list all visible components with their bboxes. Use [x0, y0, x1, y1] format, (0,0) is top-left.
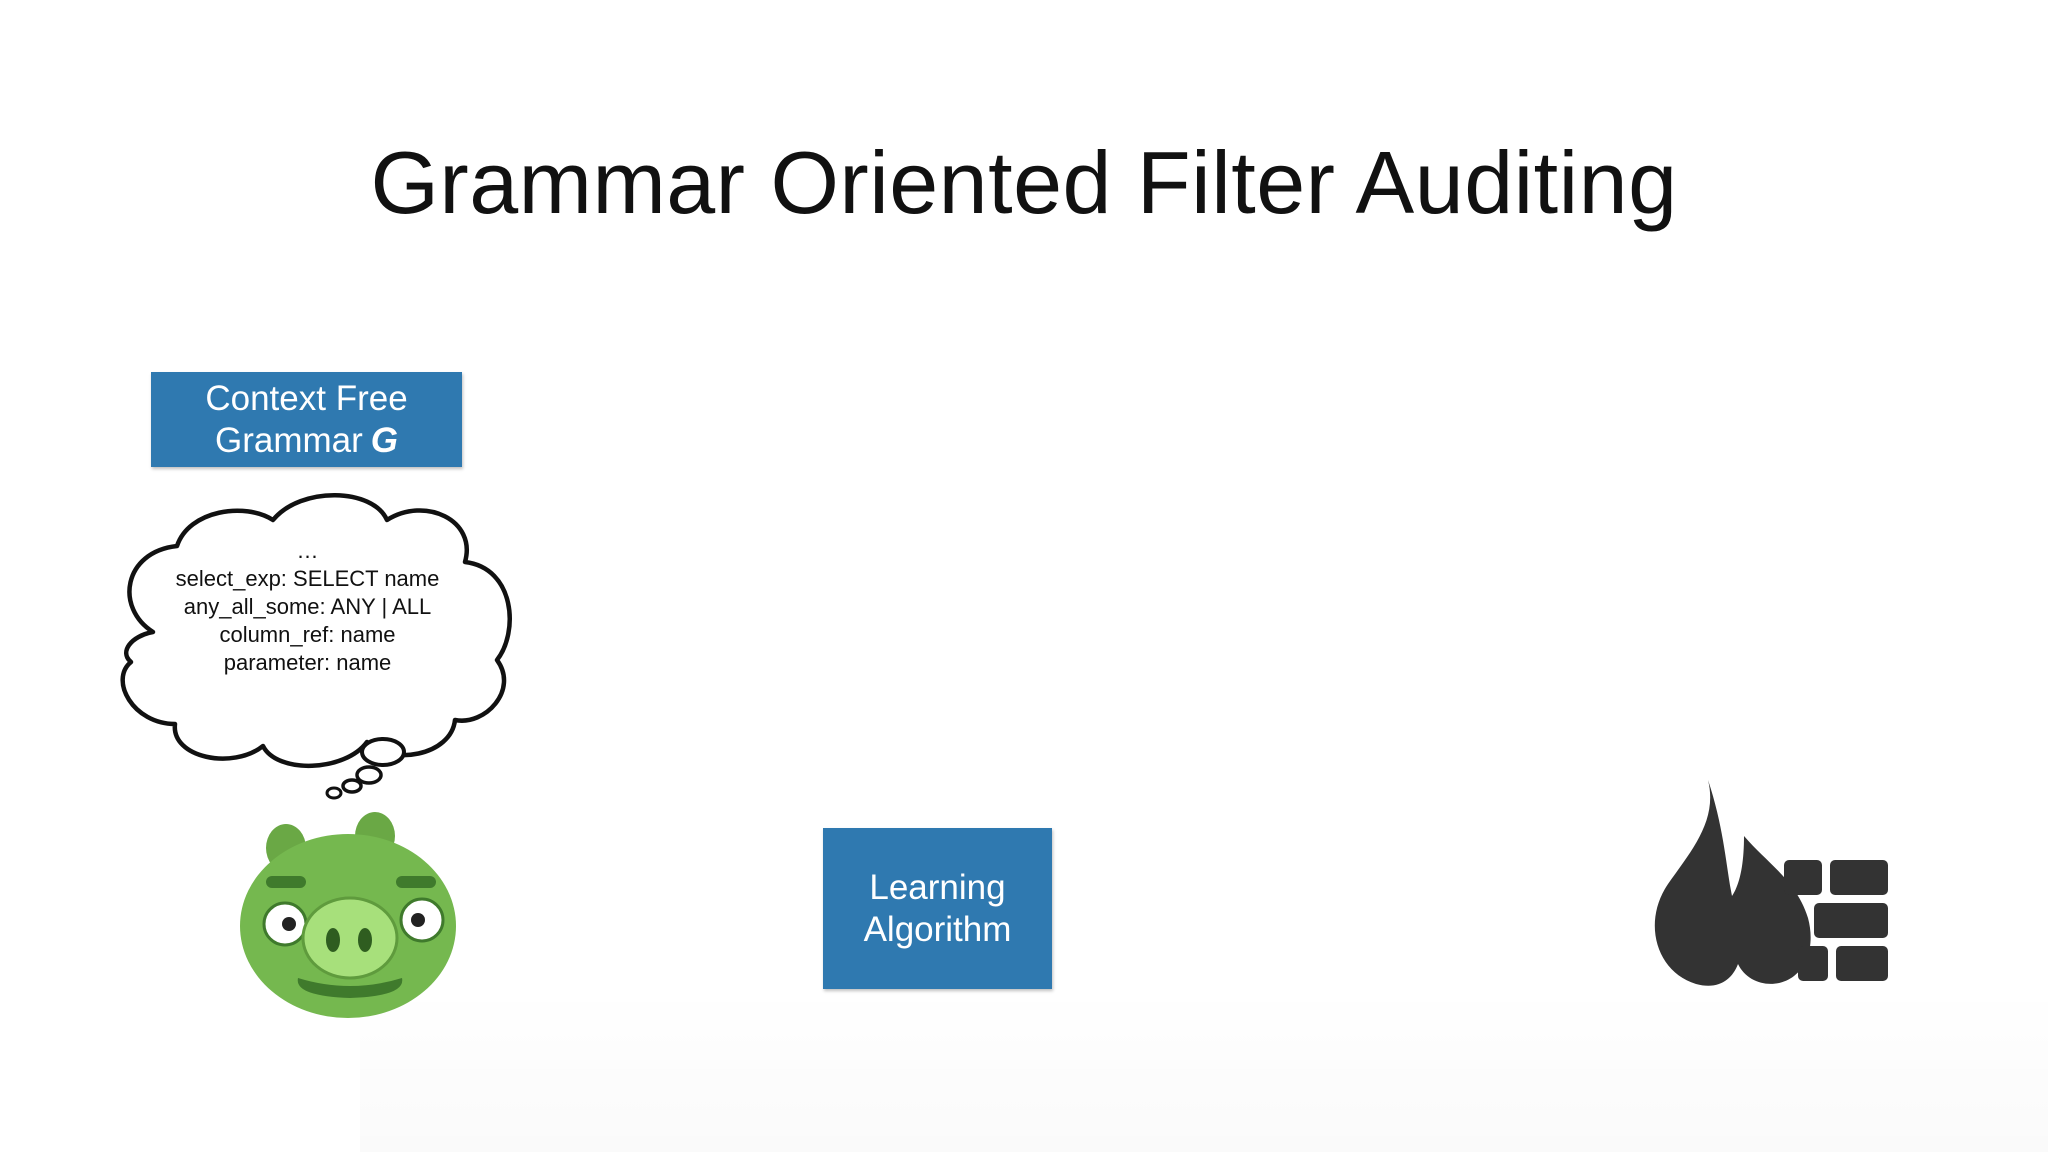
- floor-shade: [360, 985, 2048, 1152]
- thought-bubble-tiny: [325, 786, 343, 800]
- cfg-grammar-symbol: G: [370, 420, 398, 460]
- learning-line1: Learning: [869, 867, 1006, 907]
- pig-nostril-right: [358, 928, 372, 952]
- thought-cloud: [120, 493, 512, 800]
- grammar-rule-select-exp: select_exp: SELECT name: [175, 566, 440, 591]
- pig-brow-left: [266, 876, 306, 888]
- thought-bubble-large: [360, 737, 406, 767]
- thought-bubble-medium: [355, 765, 383, 785]
- firewall-brick-4: [1798, 946, 1828, 981]
- firewall-flame-icon: [1654, 780, 1811, 986]
- grammar-rule-ellipsis: …: [296, 538, 319, 563]
- grammar-rules-text: … select_exp: SELECT name any_all_some: …: [130, 537, 485, 677]
- cfg-grammar-word: Grammar: [214, 420, 363, 460]
- slide-title: Grammar Oriented Filter Auditing: [370, 133, 1678, 232]
- thought-cloud-outline: [120, 493, 512, 768]
- grammar-rule-parameter: parameter: name: [223, 650, 392, 675]
- green-pig-icon: [240, 812, 456, 1018]
- pig-mouth: [297, 978, 403, 998]
- pig-nostril-left: [326, 928, 340, 952]
- pig-brow-right: [396, 876, 436, 888]
- firewall-brick-1: [1784, 860, 1822, 895]
- learning-algorithm-box: Learning Algorithm: [823, 828, 1052, 989]
- firewall-brick-2: [1830, 860, 1888, 895]
- pig-pupil-right: [411, 913, 425, 927]
- thought-bubble-small: [341, 778, 363, 794]
- cfg-line1: Context Free: [205, 378, 408, 418]
- learning-line2: Algorithm: [863, 909, 1012, 949]
- firewall-icon: [1654, 780, 1888, 986]
- pig-snout: [301, 896, 399, 980]
- pig-pupil-left: [282, 917, 296, 931]
- grammar-rule-any-all-some: any_all_some: ANY | ALL: [183, 594, 432, 619]
- grammar-rule-column-ref: column_ref: name: [219, 622, 396, 647]
- firewall-brick-3: [1814, 903, 1888, 938]
- firewall-brick-5: [1836, 946, 1888, 981]
